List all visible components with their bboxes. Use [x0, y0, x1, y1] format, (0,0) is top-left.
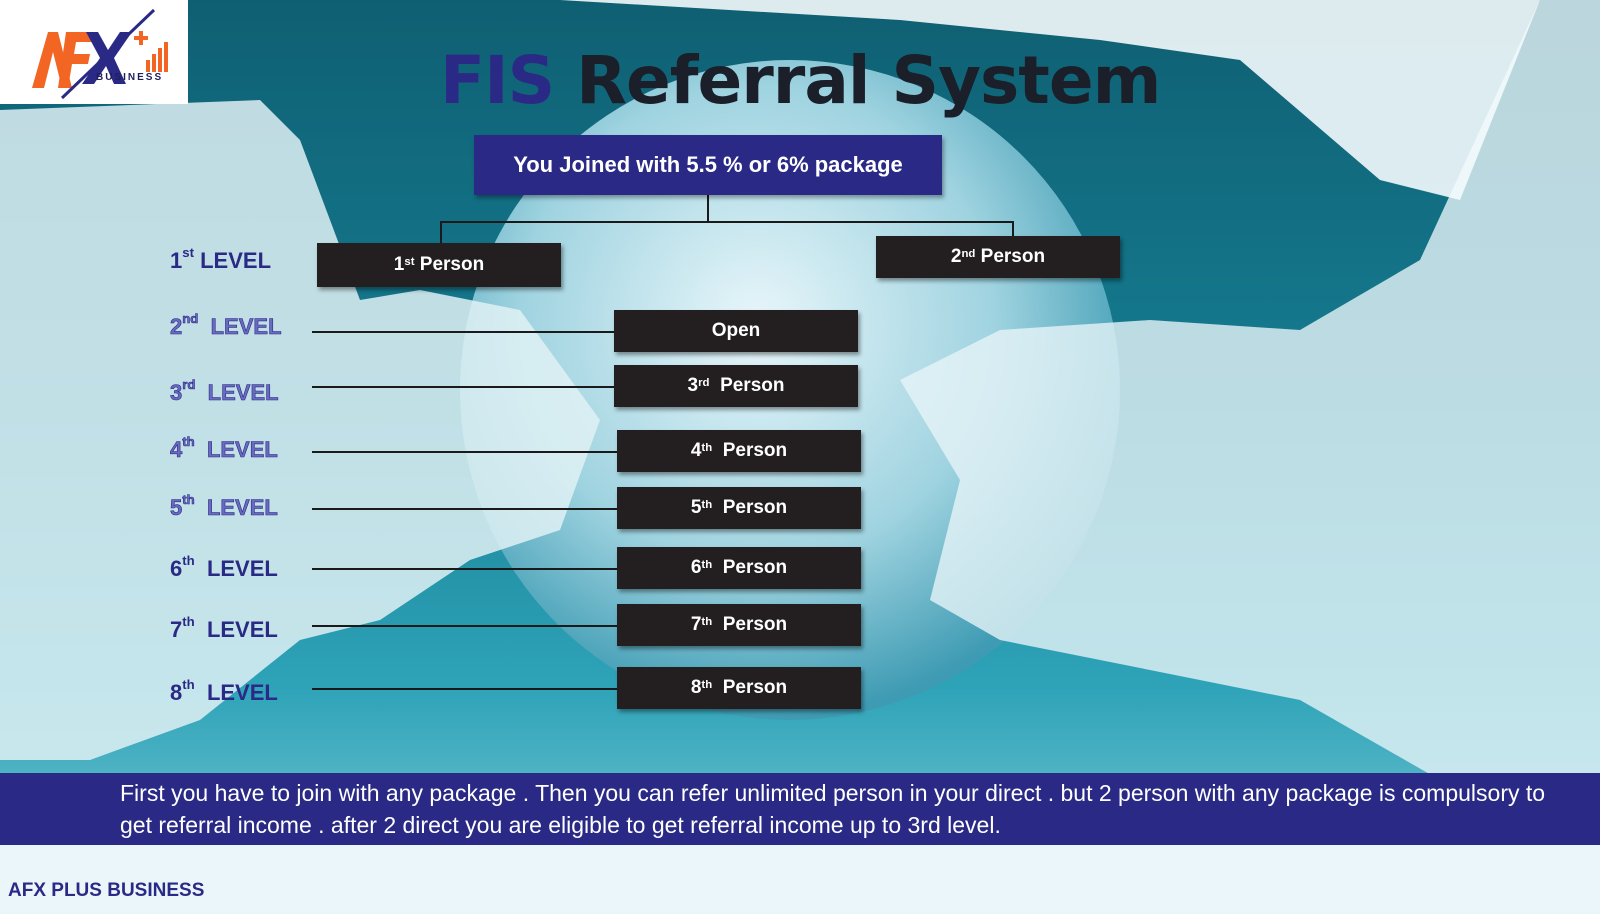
left-branch	[440, 221, 442, 243]
right-branch	[1012, 221, 1014, 237]
level-label-4: 4th LEVEL	[170, 434, 278, 463]
level-label-5: 5th LEVEL	[170, 492, 278, 521]
footer-band: First you have to join with any package …	[0, 773, 1600, 845]
right-hand	[900, 0, 1600, 780]
level-label-6: 6th LEVEL	[170, 553, 278, 581]
afx-logo-icon	[32, 8, 168, 100]
level-connector-7	[312, 625, 617, 627]
page-title: FIS Referral System	[440, 42, 1161, 119]
branch-line	[440, 221, 1014, 223]
title-rest: Referral System	[576, 42, 1161, 119]
left-hand	[0, 100, 600, 760]
level-connector-5	[312, 508, 617, 510]
level-label-2: 2nd LEVEL	[170, 311, 282, 340]
level-connector-8	[312, 688, 617, 690]
sky-top	[560, 0, 1540, 200]
title-accent: FIS	[440, 42, 555, 119]
level-label-1: 1st LEVEL	[170, 245, 272, 273]
footer-description: First you have to join with any package …	[120, 780, 1546, 838]
level-connector-3	[312, 386, 614, 388]
root-connector	[707, 195, 709, 221]
afx-logo: BUSINESS	[0, 0, 188, 104]
level-label-7: 7th LEVEL	[170, 614, 278, 642]
level-connector-2	[312, 331, 614, 333]
bottom-light	[0, 845, 1600, 914]
person-box-level-2: Open	[614, 310, 858, 352]
level-label-8: 8th LEVEL	[170, 677, 278, 705]
level-connector-6	[312, 568, 617, 570]
logo-subtitle: BUSINESS	[96, 72, 164, 83]
level-connector-4	[312, 451, 617, 453]
level-label-3: 3rd LEVEL	[170, 377, 279, 406]
brand-footer: AFX PLUS BUSINESS	[8, 880, 205, 901]
root-package-box: You Joined with 5.5 % or 6% package	[474, 135, 942, 195]
